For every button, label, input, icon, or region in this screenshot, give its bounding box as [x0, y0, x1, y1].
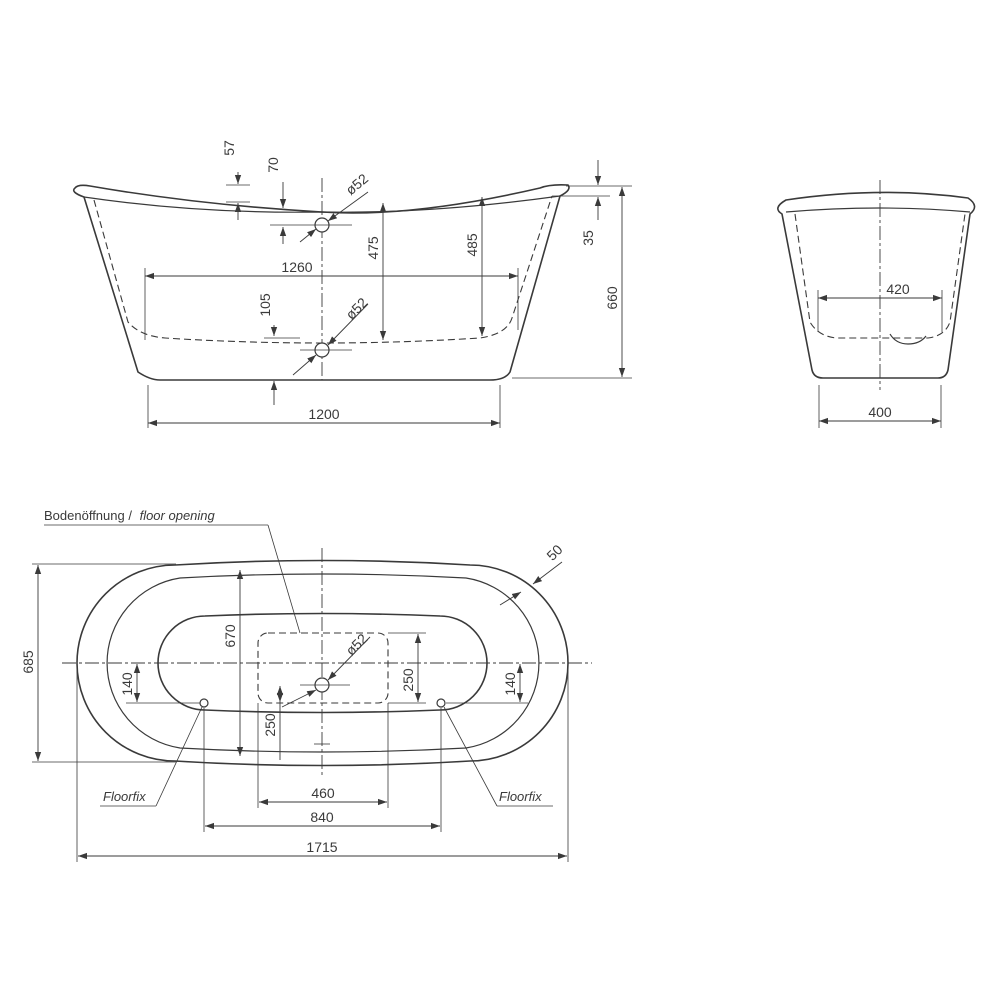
dim-660: 660: [604, 286, 620, 310]
floor-opening-label-de: Bodenöffnung /: [44, 508, 132, 523]
plan-view: 50 685 670 ø52 250 140 140 250: [20, 508, 592, 862]
dim-400: 400: [868, 404, 892, 420]
dim-1260: 1260: [281, 259, 312, 275]
floor-opening-label-en: floor opening: [140, 508, 216, 523]
dim-420: 420: [886, 281, 910, 297]
floorfix-point-right: [436, 698, 446, 708]
dim-475: 475: [365, 236, 381, 260]
dim-d52-plan: ø52: [342, 630, 371, 659]
floorfix-point-left: [199, 698, 209, 708]
dim-670: 670: [222, 624, 238, 648]
dim-1200: 1200: [308, 406, 339, 422]
dim-d52-bottom: ø52: [342, 294, 371, 323]
dim-70: 70: [265, 157, 281, 173]
dim-485: 485: [464, 233, 480, 257]
end-view: 420 400: [777, 180, 976, 428]
dim-140-right: 140: [502, 672, 518, 696]
end-view-outline: [777, 191, 976, 379]
floor-opening: [257, 632, 389, 704]
floor-opening-label: Bodenöffnung / floor opening: [44, 508, 216, 523]
floorfix-label-left: Floorfix: [103, 789, 146, 804]
dim-250-lower: 250: [262, 713, 278, 737]
dim-460: 460: [311, 785, 335, 801]
dim-140-left: 140: [119, 672, 135, 696]
dim-105: 105: [257, 293, 273, 317]
dim-d52-top: ø52: [342, 170, 371, 198]
plan-view-basin-floor: [157, 612, 488, 714]
dim-50: 50: [543, 541, 565, 563]
dim-685: 685: [20, 650, 36, 674]
side-view-outline: [72, 184, 570, 381]
dim-1715: 1715: [306, 839, 337, 855]
dim-35: 35: [580, 230, 596, 246]
side-view: 57 70 ø52 475 485 1260 105 ø52: [72, 140, 632, 428]
end-view-inner-basin: [794, 213, 966, 339]
dim-840: 840: [310, 809, 334, 825]
dim-57: 57: [221, 140, 237, 156]
dim-250-right: 250: [400, 668, 416, 692]
floorfix-label-right: Floorfix: [499, 789, 542, 804]
